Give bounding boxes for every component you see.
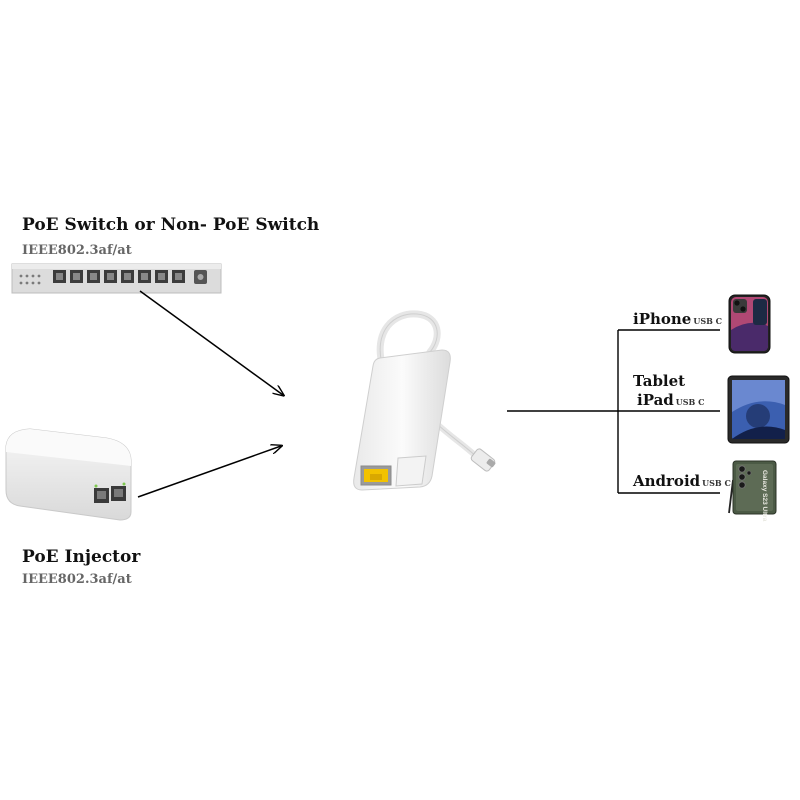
injector-spec: IEEE802.3af/at xyxy=(22,572,132,587)
device-connector-lines xyxy=(507,329,720,494)
poe-usb-c-adapter-image xyxy=(353,310,496,491)
iphone-image xyxy=(728,294,771,354)
android-phone-image: Galaxy S23 Ultra xyxy=(728,460,777,522)
switch-spec: IEEE802.3af/at xyxy=(22,243,132,258)
switch-title: PoE Switch or Non- PoE Switch xyxy=(22,215,320,235)
arrow-injector-to-adapter xyxy=(137,446,281,498)
injector-ethernet-ports xyxy=(94,482,126,503)
device-port: USB C xyxy=(675,397,705,407)
device-port: USB C xyxy=(693,316,723,326)
poe-switch-image xyxy=(11,263,222,294)
device-name-line1: Tablet xyxy=(633,372,686,390)
device-name: Android xyxy=(633,472,701,490)
arrow-switch-to-adapter xyxy=(139,290,283,395)
android-phone-brand-text: Galaxy S23 Ultra xyxy=(761,470,768,522)
ipad-image xyxy=(727,375,790,444)
switch-ethernet-ports xyxy=(53,270,185,283)
switch-status-leds xyxy=(19,274,41,285)
poe-injector-image xyxy=(5,428,132,521)
device-port: USB C xyxy=(702,478,731,488)
device-name-line2: iPad xyxy=(637,391,674,409)
injector-title: PoE Injector xyxy=(22,547,141,567)
device-name: iPhone xyxy=(633,310,692,328)
device-label-tablet: Tablet xyxy=(633,372,685,390)
